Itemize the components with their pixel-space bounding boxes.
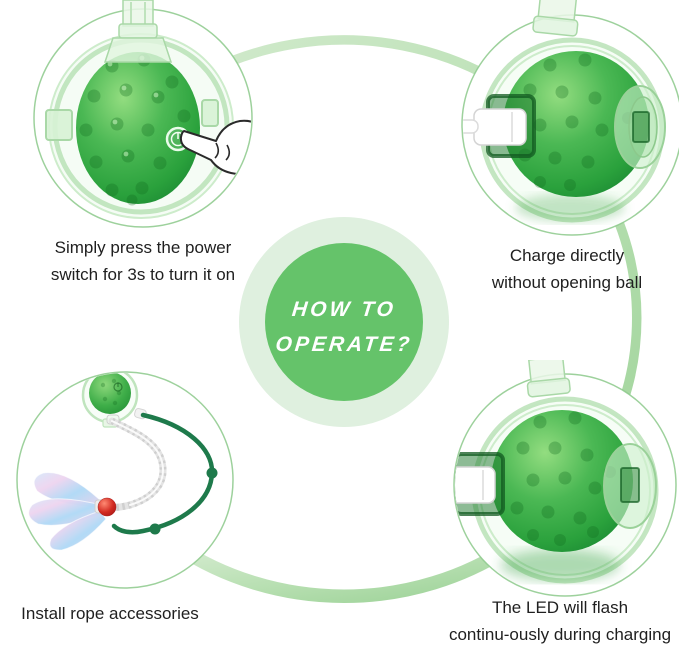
charging-port [463,94,536,158]
how-to-operate-badge: HOW TO OPERATE? [265,243,423,401]
usb-charging-plug-icon [455,466,496,504]
green-ball [491,410,633,552]
green-cord [111,408,218,535]
braided-rope [106,414,167,511]
caption-line: without opening ball [491,273,643,292]
caption-line: switch for 3s to turn it on [50,265,236,284]
badge-line2: OPERATE? [274,333,414,356]
photo-rope-accessories [15,365,240,600]
caption-line: Charge directly [509,246,625,265]
caption-rope-accessories: Install rope accessories [10,600,210,627]
caption-line: continu-ously during charging [448,625,672,644]
hanging-stem [526,360,571,398]
caption-led-charging: The LED will flash continu-ously during … [441,594,679,648]
caption-line: Simply press the power [54,238,232,257]
caption-line: Install rope accessories [21,604,199,623]
hanging-stem [103,0,173,63]
charging-port [445,452,505,516]
green-ball [89,373,131,414]
battery-cap [603,443,657,529]
caption-press-power: Simply press the power switch for 3s to … [13,234,273,288]
badge-line1: HOW TO [290,298,398,321]
charging-cable [463,119,479,134]
caption-charge-direct: Charge directly without opening ball [447,242,679,296]
hanging-stem [532,0,579,37]
ball-in-shell [445,396,659,584]
green-ball [76,52,200,204]
power-button-icon [113,382,123,392]
charging-cable [445,478,453,491]
green-ball [503,51,649,197]
ball-in-shell [45,33,251,219]
rope-with-streamers-icon [28,373,218,551]
streamer-tails [28,472,107,551]
red-bead [97,497,117,517]
ball-in-shell [463,37,666,223]
battery-cap [614,85,666,169]
photo-press-power [20,0,265,236]
photo-led-charging [445,360,679,600]
caption-line: The LED will flash [491,598,629,617]
usb-charging-plug-icon [473,108,527,146]
photo-charge-direct [450,0,679,242]
